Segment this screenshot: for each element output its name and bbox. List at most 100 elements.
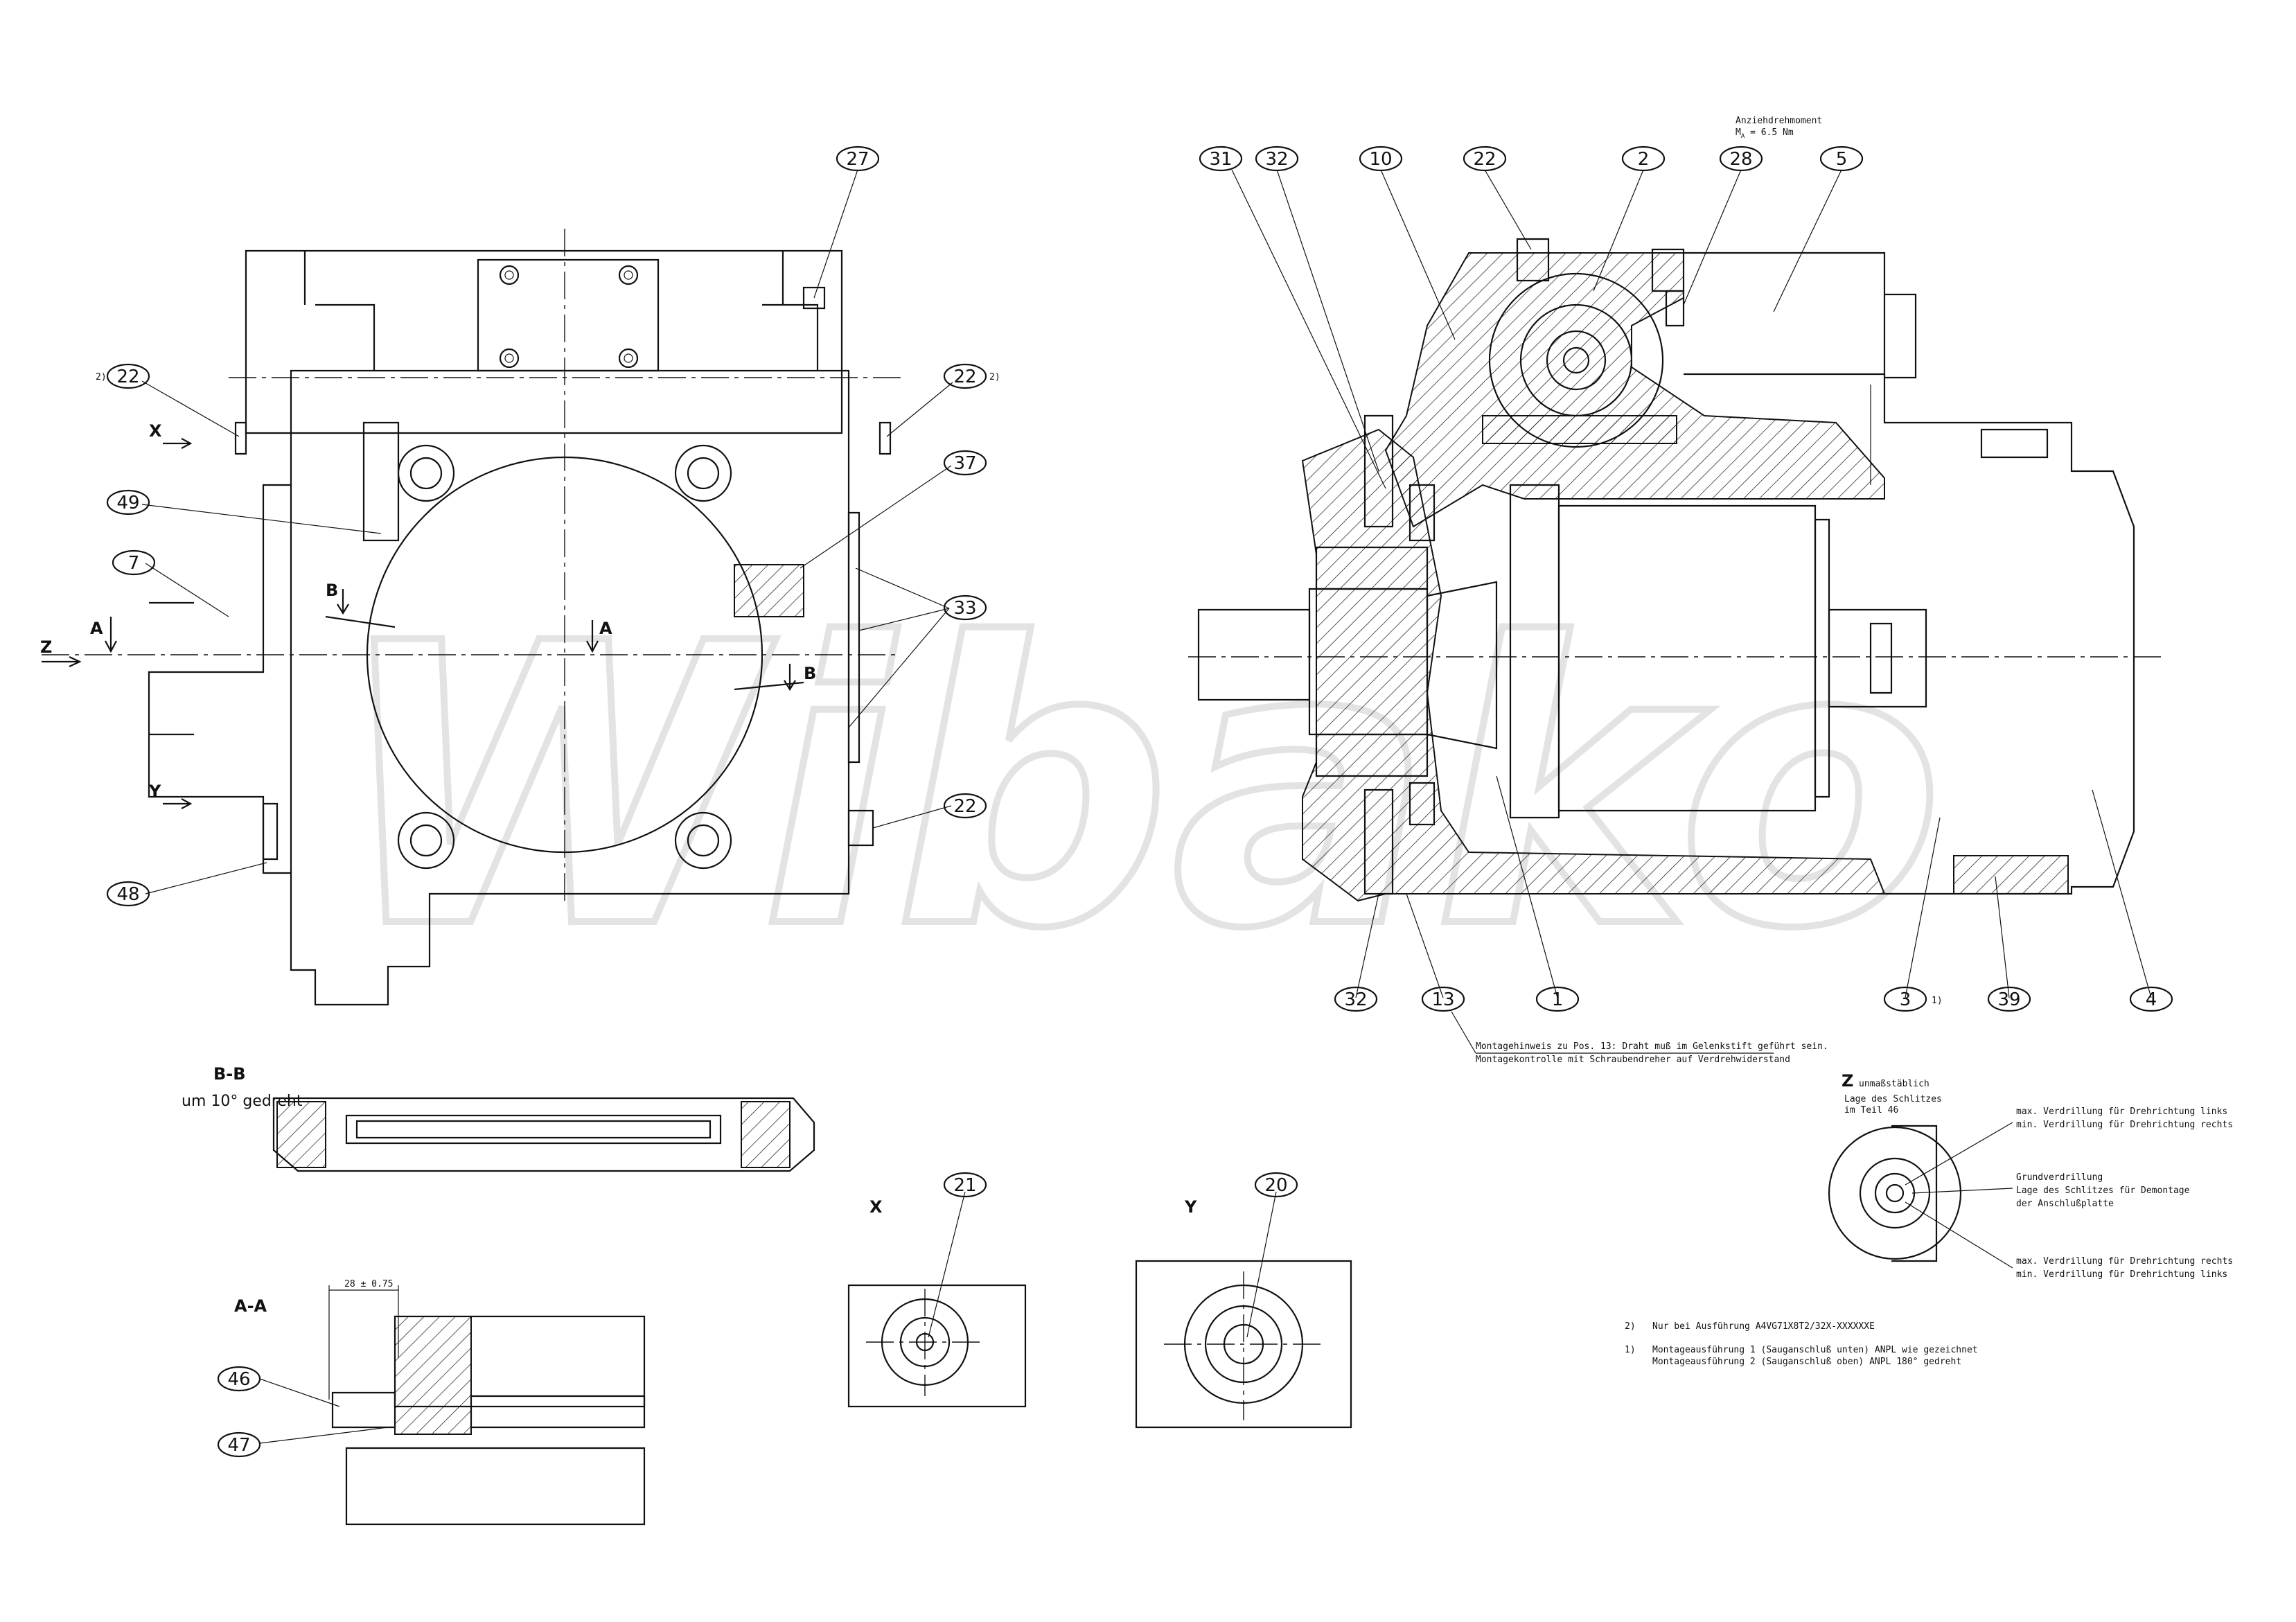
balloon-13: 13 xyxy=(1421,986,1465,1012)
assembly-note: Montagehinweis zu Pos. 13: Draht muß im … xyxy=(1451,1011,1828,1065)
view-y-title: Y xyxy=(1184,1197,1197,1217)
balloon-22-top-left: 22 2) xyxy=(96,363,150,389)
svg-text:33: 33 xyxy=(953,598,976,619)
view-x-title: X xyxy=(869,1197,883,1217)
svg-text:31: 31 xyxy=(1209,149,1232,170)
svg-text:Montageausführung 2 (Saugansch: Montageausführung 2 (Sauganschluß oben) … xyxy=(1652,1357,1961,1367)
section-aa-title: A-A xyxy=(234,1296,267,1316)
svg-text:47: 47 xyxy=(227,1435,250,1456)
svg-text:Anziehdrehmoment: Anziehdrehmoment xyxy=(1736,116,1822,126)
balloon-39: 39 xyxy=(1987,986,2031,1012)
svg-text:Lage des Schlitzes für Demonta: Lage des Schlitzes für Demontage xyxy=(2016,1185,2190,1196)
svg-text:min. Verdrillung für Drehricht: min. Verdrillung für Drehrichtung links xyxy=(2016,1269,2227,1280)
view-arrow-x: X xyxy=(149,421,162,441)
svg-text:7: 7 xyxy=(128,553,140,574)
svg-text:22: 22 xyxy=(116,367,139,387)
view-x: X xyxy=(847,1197,1027,1408)
svg-text:10: 10 xyxy=(1369,149,1392,170)
balloon-3: 3 1) xyxy=(1883,986,1943,1012)
svg-text:4: 4 xyxy=(2146,989,2157,1010)
svg-text:Montagekontrolle mit Schrauben: Montagekontrolle mit Schraubendreher auf… xyxy=(1476,1055,1790,1065)
footnotes: 2) Nur bei Ausführung A4VG71X8T2/32X-XXX… xyxy=(1625,1321,1978,1367)
svg-text:Montagehinweis zu Pos. 13: Dra: Montagehinweis zu Pos. 13: Draht muß im … xyxy=(1476,1041,1828,1052)
section-aa-dimension: 28 ± 0.75 xyxy=(344,1279,393,1289)
view-y: Y xyxy=(1135,1197,1352,1429)
balloon-32-top: 32 xyxy=(1255,146,1299,172)
left-front-view: X Y Z A A B B xyxy=(40,229,901,1006)
balloon-10: 10 xyxy=(1359,146,1403,172)
right-section-view xyxy=(1188,238,2162,902)
section-mark-b-right: B xyxy=(804,664,816,683)
svg-text:MA = 6.5 Nm: MA = 6.5 Nm xyxy=(1736,127,1794,140)
svg-text:Grundverdrillung: Grundverdrillung xyxy=(2016,1172,2103,1183)
svg-text:32: 32 xyxy=(1344,989,1367,1010)
balloon-5: 5 xyxy=(1819,146,1864,172)
balloon-31: 31 xyxy=(1199,146,1243,172)
view-z-subtitle: unmaßstäblich xyxy=(1859,1079,1929,1089)
balloon-48: 48 xyxy=(106,881,150,907)
svg-text:20: 20 xyxy=(1264,1175,1287,1196)
balloon-47: 47 xyxy=(217,1431,261,1458)
svg-text:2): 2) xyxy=(989,372,1000,382)
svg-text:im Teil 46: im Teil 46 xyxy=(1844,1105,1898,1116)
balloon-28: 28 xyxy=(1719,146,1763,172)
svg-text:21: 21 xyxy=(953,1175,976,1196)
svg-text:Lage des Schlitzes: Lage des Schlitzes xyxy=(1844,1094,1942,1104)
svg-text:1): 1) xyxy=(1932,996,1943,1006)
torque-note: Anziehdrehmoment MA = 6.5 Nm xyxy=(1736,116,1822,140)
view-arrow-y: Y xyxy=(148,782,161,801)
svg-text:28: 28 xyxy=(1729,149,1752,170)
balloon-21: 21 xyxy=(943,1172,987,1198)
balloon-32-bottom: 32 xyxy=(1334,986,1378,1012)
svg-text:2): 2) xyxy=(1625,1321,1636,1332)
balloon-49: 49 xyxy=(106,489,150,515)
section-mark-a-center: A xyxy=(599,619,612,638)
svg-text:Nur bei Ausführung A4VG71X8T2/: Nur bei Ausführung A4VG71X8T2/32X-XXXXXX… xyxy=(1652,1321,1875,1332)
balloon-37: 37 xyxy=(943,450,987,476)
svg-text:2: 2 xyxy=(1638,149,1650,170)
section-bb-title: B-B xyxy=(213,1064,246,1084)
balloon-20: 20 xyxy=(1254,1172,1298,1198)
balloon-4: 4 xyxy=(2129,986,2173,1012)
section-bb: B-B um 10° gedreht xyxy=(182,1064,815,1172)
leader-lines xyxy=(141,169,2152,1444)
svg-text:min. Verdrillung für Drehricht: min. Verdrillung für Drehrichtung rechts xyxy=(2016,1120,2233,1130)
balloon-22-top-right: 22 2) xyxy=(943,363,1000,389)
svg-text:Montageausführung 1 (Saugansch: Montageausführung 1 (Sauganschluß unten)… xyxy=(1652,1345,1978,1355)
svg-text:32: 32 xyxy=(1265,149,1288,170)
section-mark-b-left: B xyxy=(326,581,338,600)
view-arrow-z: Z xyxy=(40,637,52,657)
balloon-1: 1 xyxy=(1535,986,1580,1012)
balloon-46: 46 xyxy=(217,1366,261,1392)
watermark: Wibako xyxy=(333,562,1944,1014)
svg-text:max. Verdrillung für Drehricht: max. Verdrillung für Drehrichtung rechts xyxy=(2016,1256,2233,1267)
balloon-27: 27 xyxy=(836,146,880,172)
svg-text:max. Verdrillung für Drehricht: max. Verdrillung für Drehrichtung links xyxy=(2016,1107,2227,1117)
svg-text:39: 39 xyxy=(1997,989,2020,1010)
svg-text:27: 27 xyxy=(846,149,869,170)
svg-text:22: 22 xyxy=(953,367,976,387)
svg-text:2): 2) xyxy=(96,372,107,382)
balloon-22-top: 22 xyxy=(1463,146,1507,172)
svg-text:1): 1) xyxy=(1625,1345,1636,1355)
svg-text:1: 1 xyxy=(1552,989,1564,1010)
svg-text:22: 22 xyxy=(1473,149,1496,170)
section-mark-a-left: A xyxy=(90,619,103,638)
svg-text:der Anschlußplatte: der Anschlußplatte xyxy=(2016,1199,2114,1209)
svg-text:48: 48 xyxy=(116,884,139,905)
balloon-2: 2 xyxy=(1621,146,1666,172)
svg-text:3: 3 xyxy=(1900,989,1911,1010)
svg-text:49: 49 xyxy=(116,493,139,513)
section-aa: A-A 28 ± 0.75 xyxy=(234,1279,646,1526)
svg-text:37: 37 xyxy=(953,453,976,474)
svg-text:46: 46 xyxy=(227,1369,250,1390)
view-z: Z unmaßstäblich Lage des Schlitzes im Te… xyxy=(1828,1071,2233,1280)
svg-text:22: 22 xyxy=(953,796,976,817)
balloon-33: 33 xyxy=(943,594,987,621)
balloon-7: 7 xyxy=(112,549,156,576)
balloon-22-right: 22 xyxy=(943,793,987,819)
svg-text:13: 13 xyxy=(1431,989,1454,1010)
svg-text:5: 5 xyxy=(1836,149,1848,170)
